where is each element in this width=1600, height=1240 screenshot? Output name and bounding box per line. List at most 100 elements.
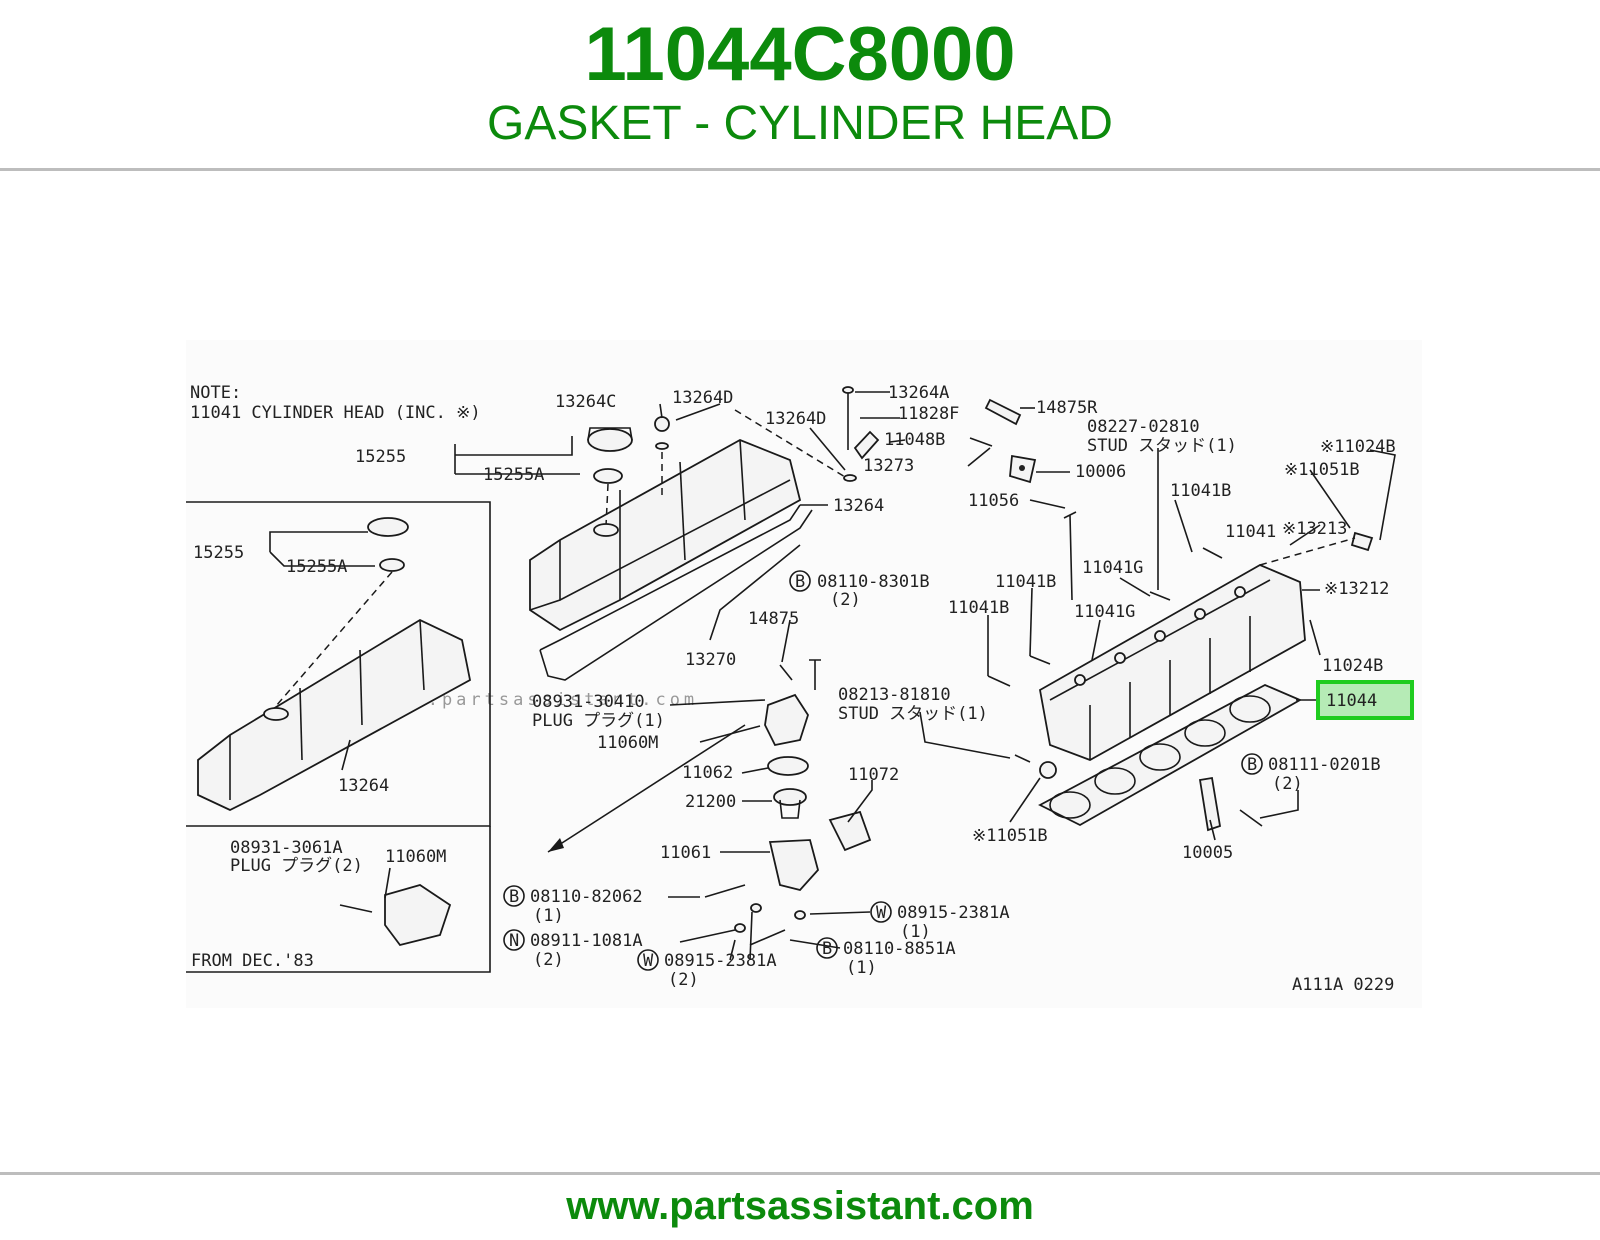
label-13270: 13270 <box>685 650 736 670</box>
inset-frame-lower <box>186 826 491 973</box>
header-divider <box>0 168 1600 171</box>
label-11041B-c: 11041B <box>948 598 1009 618</box>
label-08227-02810: 08227-02810 <box>1087 417 1200 437</box>
watermark: www.partsassistant.com <box>385 690 698 710</box>
label-11041B-a: 11041B <box>1170 481 1231 501</box>
label-08110-82062-qty: (1) <box>533 906 564 926</box>
label-08915-2381A-b: 08915-2381A <box>664 951 777 971</box>
bolt-08111-0201B <box>1239 809 1263 827</box>
label-08911-1081A: 08911-1081A <box>530 931 643 951</box>
label-08915-2381A-a: 08915-2381A <box>897 903 1010 923</box>
stud-11041B-a <box>987 675 1011 687</box>
label-11062: 11062 <box>682 763 733 783</box>
rocker-cover-inset <box>197 618 472 811</box>
gasket-11062 <box>767 756 809 776</box>
label-14875: 14875 <box>748 609 799 629</box>
label-10005: 10005 <box>1182 843 1233 863</box>
stud-11041G <box>1149 591 1171 601</box>
cap-13264C <box>654 416 670 500</box>
guide-11024B <box>1259 537 1356 566</box>
circle-marker-W-2 <box>637 949 659 971</box>
cover-guide-dash <box>734 409 851 481</box>
header: 11044C8000 GASKET - CYLINDER HEAD <box>0 0 1600 170</box>
label-13264C: 13264C <box>555 392 616 412</box>
label-08931-3061A: 08931-3061A <box>230 838 343 858</box>
bolt-11048B <box>969 437 993 447</box>
bolt-08110-8851A <box>749 929 786 946</box>
inset-caption: FROM DEC.'83 <box>191 951 314 971</box>
leader-lines <box>269 391 1396 961</box>
bolt-08110-8301B <box>809 659 821 690</box>
label-08110-8301B: 08110-8301B <box>817 572 930 592</box>
footer-divider <box>0 1172 1600 1175</box>
circle-W-2381A-a: W <box>876 903 887 923</box>
filler-neck <box>593 523 619 537</box>
water-outlet-inset <box>339 884 452 947</box>
label-15255A-b: 15255A <box>286 557 347 577</box>
label-11041B-b: 11041B <box>995 572 1056 592</box>
note-text: 11041 CYLINDER HEAD (INC. ※) <box>190 403 481 423</box>
stud-11041B-b <box>1029 655 1051 665</box>
label-08110-82062: 08110-82062 <box>530 887 643 907</box>
direction-arrow <box>547 724 746 853</box>
label-15255-a: 15255 <box>355 447 406 467</box>
dipstick-11056 <box>1063 511 1077 601</box>
label-08915-2381A-a-qty: (1) <box>900 922 931 942</box>
gasket-11072 <box>828 810 872 852</box>
label-13264D-a: 13264D <box>672 388 733 408</box>
thermostat-21200 <box>773 788 807 819</box>
label-08213-81810: 08213-81810 <box>838 685 951 705</box>
label-11041G-b: 11041G <box>1074 602 1135 622</box>
label-08227-stud: STUD スタッド(1) <box>1087 436 1237 456</box>
highlight-box-11044 <box>1316 680 1414 720</box>
sensor-14875R <box>984 398 1022 426</box>
label-13273: 13273 <box>863 456 914 476</box>
label-08911-qty: (2) <box>533 950 564 970</box>
label-15255-b: 15255 <box>193 543 244 563</box>
circle-N-1081A: N <box>509 931 519 951</box>
filler-cap-inset <box>367 517 409 572</box>
label-11044: 11044 <box>1326 691 1377 711</box>
circle-B-8301B: B <box>795 572 805 592</box>
label-08213-stud: STUD スタッド(1) <box>838 704 988 724</box>
housing-11061 <box>768 839 819 892</box>
part-number-title: 11044C8000 <box>584 12 1016 97</box>
circle-B-8851A: B <box>822 939 832 959</box>
bolt-13264A <box>842 386 880 482</box>
label-11051B-a: ※11051B <box>1284 460 1360 480</box>
label-13264-a: 13264 <box>833 496 884 516</box>
label-08915-2381A-b-qty: (2) <box>668 970 699 990</box>
rocker-cover-main <box>529 439 802 632</box>
stud-11041B-c <box>1202 547 1223 559</box>
label-08931-plug: PLUG プラグ(1) <box>532 711 665 731</box>
label-11828F: 11828F <box>898 404 959 424</box>
circle-B-0201B: B <box>1247 755 1257 775</box>
label-11056: 11056 <box>968 491 1019 511</box>
label-08931-3061A-plug: PLUG プラグ(2) <box>230 856 363 876</box>
bolt-08110-82062 <box>704 884 746 898</box>
label-11072: 11072 <box>848 765 899 785</box>
note-title: NOTE: <box>190 383 241 403</box>
inset-frame-upper <box>186 501 491 827</box>
label-11024B-a: ※11024B <box>1320 437 1396 457</box>
circle-W-2381A-b: W <box>643 951 654 971</box>
label-21200: 21200 <box>685 792 736 812</box>
circle-marker-B-4 <box>816 937 838 959</box>
label-11051B-b: ※11051B <box>972 826 1048 846</box>
nut-08911 <box>734 923 746 933</box>
bracket-10006 <box>1009 454 1037 484</box>
label-13264-b: 13264 <box>338 776 389 796</box>
label-11041G-a: 11041G <box>1082 558 1143 578</box>
part-name-subtitle: GASKET - CYLINDER HEAD <box>487 97 1113 150</box>
bracket-10005 <box>1198 776 1222 832</box>
footer-website-link[interactable]: www.partsassistant.com <box>566 1184 1034 1228</box>
diagram-code: A111A 0229 <box>1292 975 1394 995</box>
inset-cap-guide <box>275 571 393 707</box>
label-08931-30410: 08931-30410 <box>532 692 645 712</box>
label-08111-qty: (2) <box>1272 774 1303 794</box>
label-14875R: 14875R <box>1036 398 1098 418</box>
plug-11051B <box>1039 761 1057 779</box>
label-11060M-a: 11060M <box>597 733 658 753</box>
label-13264D-b: 13264D <box>765 409 826 429</box>
